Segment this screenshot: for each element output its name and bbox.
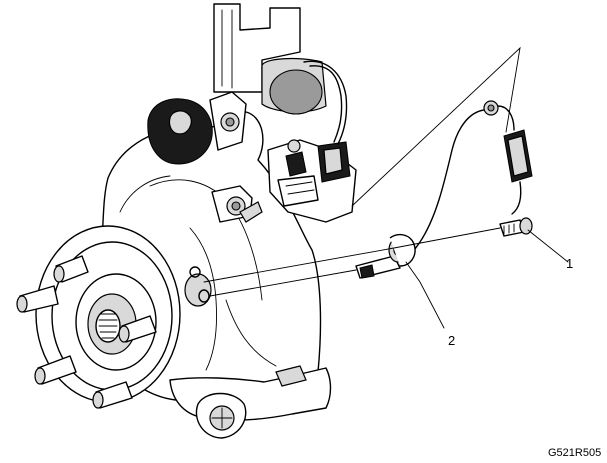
wheel-studs — [16, 255, 157, 409]
wheel-stud — [92, 381, 133, 409]
sensor-bolt — [499, 217, 533, 237]
leader-line-2 — [405, 261, 445, 329]
wheel-stud — [53, 255, 89, 283]
tie-rod-end — [211, 185, 263, 223]
sensor-harness-connector — [483, 100, 533, 183]
lower-ball-joint — [169, 365, 332, 439]
wheel-speed-sensor — [355, 233, 416, 279]
strut-upper — [213, 3, 327, 115]
upper-ball-joint — [147, 91, 247, 165]
callout-label-2: 2 — [448, 333, 455, 348]
leader-line-harness — [351, 46, 521, 207]
wheel-stud — [34, 355, 77, 385]
wheel-stud — [118, 315, 157, 343]
wheel-stud — [16, 285, 59, 313]
callout-label-1: 1 — [566, 256, 573, 271]
sensor-install-line — [209, 269, 357, 297]
bolt-install-line — [203, 227, 501, 283]
leader-line-1 — [527, 229, 569, 263]
figure-code: G521R505 — [548, 447, 601, 459]
harness-bracket — [267, 139, 357, 223]
upper-harness-hose — [303, 60, 348, 145]
